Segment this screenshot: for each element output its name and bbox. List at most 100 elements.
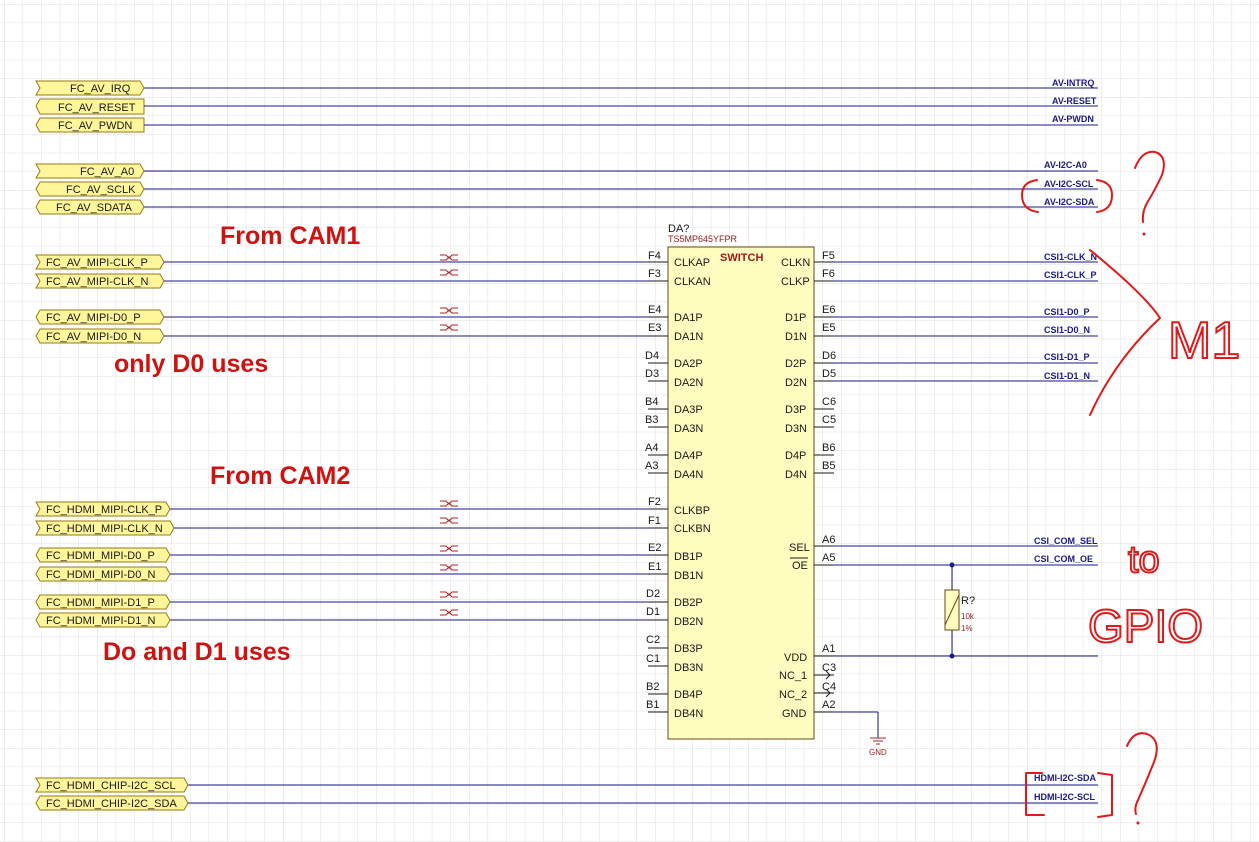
pin-number: E2	[648, 542, 661, 554]
port[interactable]: FC_AV_MIPI-CLK_N	[35, 273, 165, 289]
port[interactable]: FC_AV_PWDN	[35, 117, 145, 133]
net-label[interactable]: AV-I2C-A0	[1044, 160, 1087, 170]
bracket-mark	[1021, 179, 1039, 213]
port[interactable]: FC_HDMI_MIPI-D1_N	[35, 612, 171, 628]
pin-name: DB4P	[674, 689, 703, 701]
net-label[interactable]: CSI1-D0_P	[1044, 307, 1090, 317]
port-label: FC_HDMI_MIPI-D0_N	[46, 569, 155, 581]
port[interactable]: FC_HDMI_MIPI-CLK_N	[35, 520, 175, 536]
pin-number: F4	[648, 250, 661, 262]
net-label[interactable]: CSI1-D1_N	[1044, 371, 1090, 381]
question-mark-icon	[1126, 732, 1158, 815]
net-label[interactable]: CSI_COM_SEL	[1034, 536, 1098, 546]
bracket-mark	[1097, 772, 1113, 818]
net-label[interactable]: AV-I2C-SDA	[1044, 197, 1095, 207]
pin-name: DA4N	[674, 469, 703, 481]
pin-number: A5	[822, 552, 835, 564]
net-label[interactable]: AV-RESET	[1052, 96, 1097, 106]
net-label[interactable]: CSI1-CLK_N	[1044, 252, 1097, 262]
pin-name: D2N	[785, 377, 807, 389]
port[interactable]: FC_AV_SCLK	[35, 181, 145, 197]
pin-name: GND	[782, 708, 807, 720]
pin-name: CLKAN	[674, 276, 711, 288]
diff-pair-marker	[440, 500, 458, 507]
net-label[interactable]: AV-INTRQ	[1052, 78, 1094, 88]
port-label: FC_AV_A0	[80, 166, 134, 178]
pin-name: DB2P	[674, 597, 703, 609]
diff-pair-marker	[440, 591, 458, 598]
pin-name: CLKN	[781, 257, 810, 269]
diff-pair-marker	[440, 254, 458, 261]
port-label: FC_AV_PWDN	[58, 120, 132, 132]
pin-name: CLKBN	[674, 523, 711, 535]
diff-pair-marker	[440, 269, 458, 276]
net-label[interactable]: AV-I2C-SCL	[1044, 179, 1094, 189]
pin-name: DB2N	[674, 616, 703, 628]
net-label[interactable]: HDMI-I2C-SCL	[1034, 792, 1095, 802]
port[interactable]: FC_HDMI_MIPI-CLK_P	[35, 501, 171, 517]
junction-dot	[949, 653, 955, 659]
net-label[interactable]: CSI1-D0_N	[1044, 325, 1090, 335]
port[interactable]: FC_AV_MIPI-CLK_P	[35, 254, 165, 270]
pin-name: DA1P	[674, 312, 703, 324]
port-label: FC_HDMI_MIPI-D1_N	[46, 615, 155, 627]
pin-name: NC_1	[779, 670, 807, 682]
pin-name: DB4N	[674, 708, 703, 720]
pin-name: D3P	[785, 404, 806, 416]
net-label[interactable]: AV-PWDN	[1052, 114, 1094, 124]
handwritten-m1: M1	[1168, 312, 1240, 370]
pin-number: F1	[648, 515, 661, 527]
pin-name: CLKBP	[674, 505, 710, 517]
port[interactable]: FC_AV_MIPI-D0_N	[35, 328, 165, 344]
port-label: FC_HDMI_CHIP-I2C_SDA	[46, 798, 177, 810]
pin-name: SEL	[789, 542, 810, 554]
net-label[interactable]: CSI_COM_OE	[1034, 554, 1093, 564]
port-label: FC_AV_MIPI-D0_N	[46, 331, 141, 343]
pin-number: D4	[645, 350, 659, 362]
port-label: FC_HDMI_MIPI-D1_P	[46, 597, 155, 609]
pin-number: C2	[646, 634, 660, 646]
diff-pair-marker	[440, 564, 458, 571]
ports-group: FC_AV_IRQ FC_AV_RESET FC_AV_PWDN FC_AV_A…	[35, 80, 189, 811]
port[interactable]: FC_HDMI_CHIP-I2C_SCL	[35, 777, 189, 793]
net-label[interactable]: CSI1-D1_P	[1044, 352, 1090, 362]
net-label[interactable]: CSI1-CLK_P	[1044, 270, 1097, 280]
diff-pair-marker	[440, 517, 458, 524]
port[interactable]: FC_HDMI_MIPI-D0_N	[35, 566, 171, 582]
pin-name: D4P	[785, 450, 806, 462]
pin-number: B6	[822, 442, 835, 454]
port[interactable]: FC_AV_A0	[35, 163, 145, 179]
port[interactable]: FC_HDMI_CHIP-I2C_SDA	[35, 795, 189, 811]
pin-name: DA3N	[674, 423, 703, 435]
pin-name: D1N	[785, 331, 807, 343]
resistor-stripe	[944, 594, 960, 626]
wires-group	[144, 87, 1098, 804]
brace-mark	[1089, 249, 1161, 416]
pin-number: E1	[648, 561, 661, 573]
handwritten-to: to	[1128, 539, 1160, 581]
resistor-component[interactable]: R? 10k 1%	[944, 589, 975, 633]
pin-name: D1P	[785, 312, 806, 324]
port[interactable]: FC_AV_RESET	[35, 98, 145, 115]
port-label: FC_AV_MIPI-CLK_N	[46, 276, 149, 288]
pin-name: DA2P	[674, 358, 703, 370]
port[interactable]: FC_HDMI_MIPI-D0_P	[35, 547, 171, 563]
port[interactable]: FC_AV_MIPI-D0_P	[35, 309, 165, 325]
port-label: FC_HDMI_MIPI-CLK_N	[46, 523, 163, 535]
port-label: FC_HDMI_MIPI-CLK_P	[46, 504, 162, 516]
pin-name: DB3N	[674, 662, 703, 674]
pin-number: C6	[822, 396, 836, 408]
net-label[interactable]: HDMI-I2C-SDA	[1034, 773, 1096, 783]
port-label: FC_HDMI_MIPI-D0_P	[46, 550, 155, 562]
gnd-symbol[interactable]: GND	[869, 737, 887, 757]
port[interactable]: FC_AV_SDATA	[35, 199, 145, 215]
port[interactable]: FC_HDMI_MIPI-D1_P	[35, 594, 171, 610]
pin-name: D3N	[785, 423, 807, 435]
component-body[interactable]	[667, 246, 815, 740]
pin-name: DA1N	[674, 331, 703, 343]
handwritten-markup: M1 to GPIO	[1021, 150, 1241, 825]
port[interactable]: FC_AV_IRQ	[35, 80, 145, 96]
